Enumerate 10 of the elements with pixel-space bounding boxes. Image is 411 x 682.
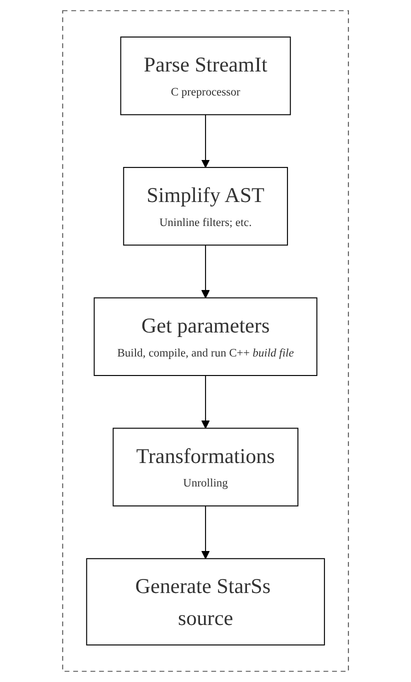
arrow — [201, 244, 210, 298]
node-box: Simplify AST Uninline filters; etc. — [123, 166, 288, 246]
node-box: Get parameters Build, compile, and run C++ build file — [94, 297, 318, 376]
node-box: Transformations Unrolling — [112, 428, 298, 506]
arrow — [201, 375, 210, 429]
arrow — [201, 114, 210, 168]
cluster — [62, 10, 349, 672]
arrow — [201, 505, 210, 560]
node-box: Parse StreamIt C preprocessor — [120, 36, 291, 116]
node-box: Generate StarSs source — [86, 558, 325, 646]
